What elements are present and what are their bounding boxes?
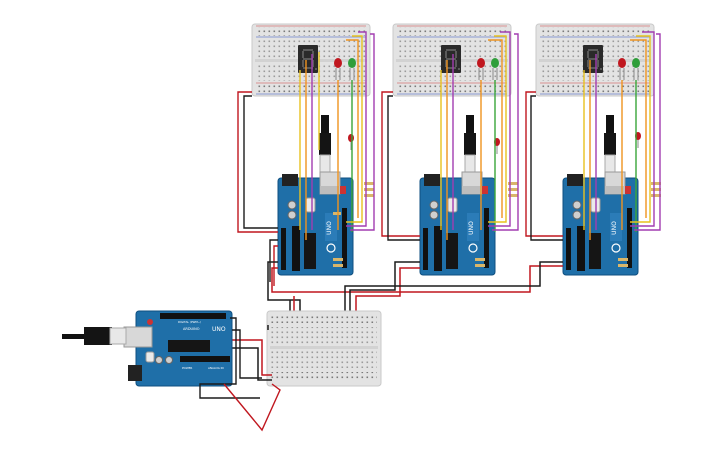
led-red-2[interactable] (477, 58, 485, 80)
seven-segment-display-3[interactable] (583, 45, 603, 73)
led-green-2[interactable] (491, 58, 499, 80)
uno-logo: UNO (212, 326, 226, 333)
power-pins-label: POWER (182, 366, 192, 370)
seven-segment-display-2[interactable] (441, 45, 461, 73)
wires-1 (237, 31, 375, 286)
led-red-3[interactable] (618, 58, 626, 80)
arduino-brand-text: ARDUINO (183, 327, 200, 331)
station-3 (525, 23, 661, 276)
wires-2 (381, 31, 519, 241)
wires-3 (525, 31, 661, 241)
master-usb-cable[interactable] (62, 327, 127, 345)
breadboard-bottom[interactable] (266, 310, 382, 387)
led-red-1[interactable] (334, 58, 342, 80)
resistors-2 (475, 182, 518, 267)
digital-pins-label: DIGITAL (PWM~) (178, 320, 201, 324)
led-red-small-1[interactable] (348, 134, 354, 150)
bottom-breadboard-wires (230, 325, 272, 381)
led-green-3[interactable] (632, 58, 640, 80)
master-wires (199, 317, 281, 432)
analog-pins-label: ANALOG IN (208, 366, 224, 370)
master-arduino[interactable]: UNO ARDUINO DIGITAL (PWM~) POWER ANALOG … (123, 310, 233, 387)
led-green-1[interactable] (348, 58, 356, 80)
resistors-3 (618, 182, 661, 267)
seven-segment-display-1[interactable] (298, 45, 318, 73)
station-2 (381, 23, 519, 276)
resistors-1 (333, 182, 374, 267)
station-1 (237, 23, 375, 286)
